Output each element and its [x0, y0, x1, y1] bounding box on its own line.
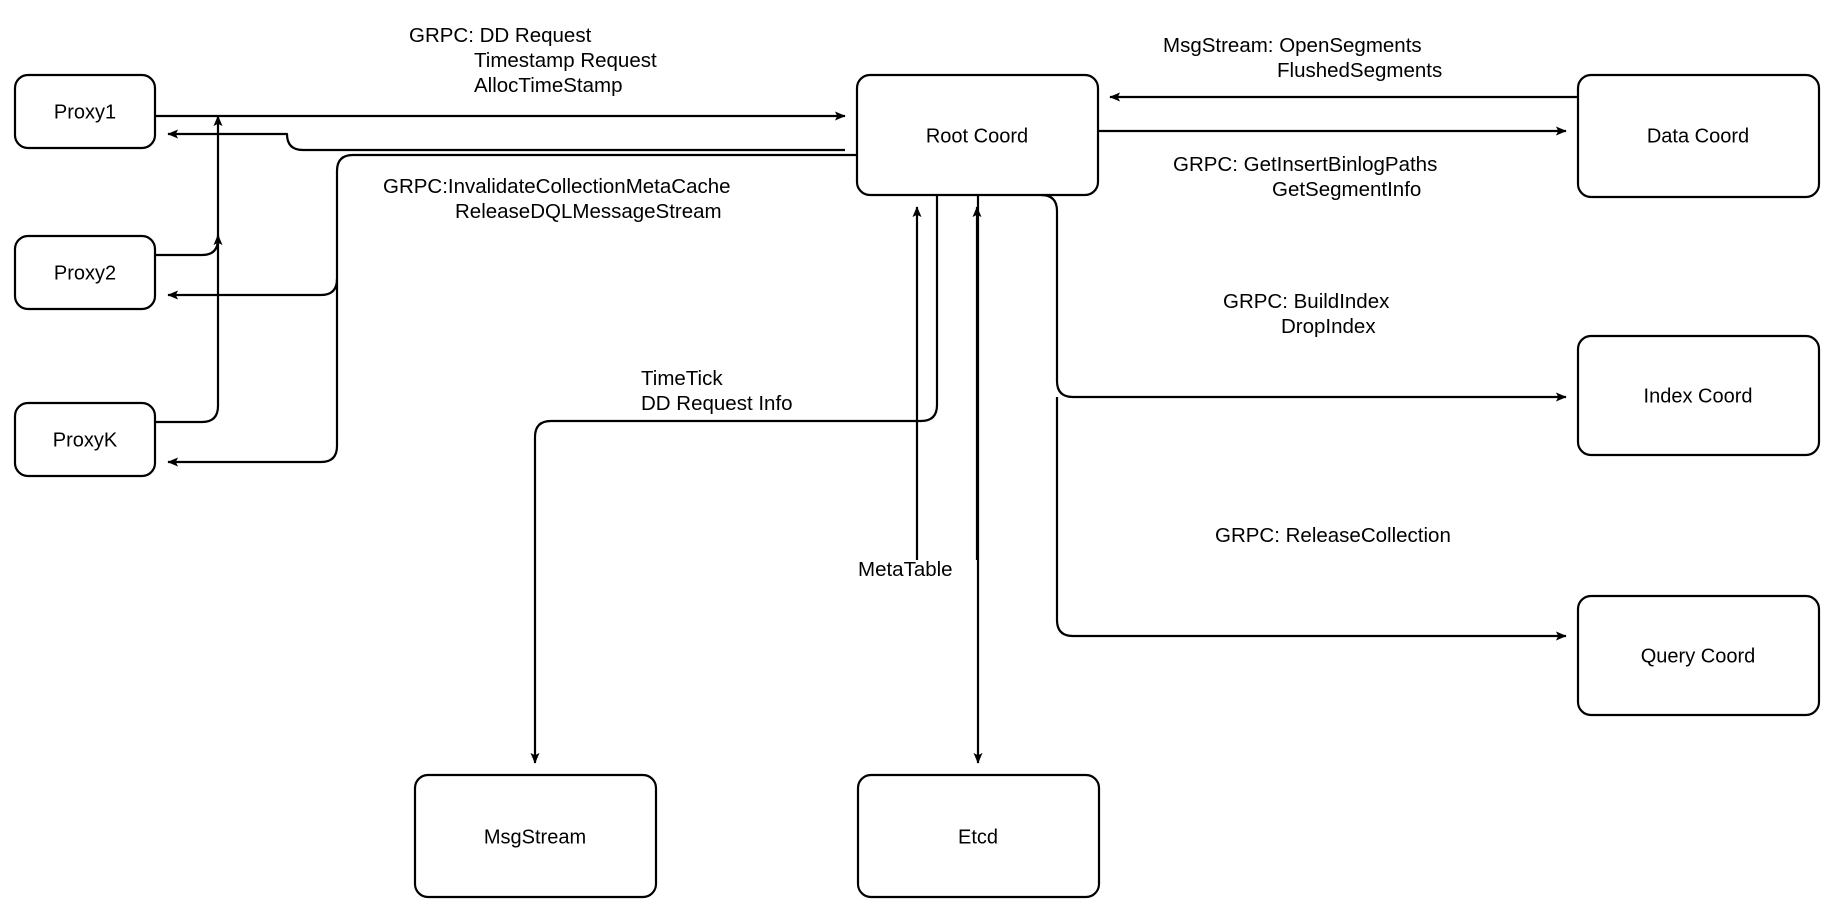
edge-label-rootcoord-to-msgstream: TimeTick DD Request Info: [641, 367, 793, 415]
node-proxy1[interactable]: Proxy1: [13, 73, 157, 150]
edge-rootcoord-to-proxy1: [167, 129, 845, 152]
edge-proxyk-to-trunk: [155, 115, 223, 424]
edge-label-proxy-to-rootcoord: GRPC: DD Request Timestamp Request Alloc…: [409, 24, 662, 97]
node-proxy2-label: Proxy2: [54, 262, 116, 284]
node-proxyk-rect[interactable]: [13, 401, 157, 478]
node-proxy1-label: Proxy1: [54, 101, 116, 123]
edge-label-rootcoord-to-indexcoord: GRPC: BuildIndex DropIndex: [1223, 290, 1395, 338]
node-proxyk-label: ProxyK: [53, 429, 118, 451]
edge-rootcoord-to-querycoord: [1055, 397, 1567, 641]
edge-proxy2-to-trunk: [155, 234, 223, 257]
node-msgstream[interactable]: MsgStream: [413, 773, 658, 899]
node-proxy2-rect[interactable]: [13, 234, 157, 311]
node-msgstream-label: MsgStream: [484, 826, 586, 848]
node-querycoord[interactable]: Query Coord: [1576, 594, 1821, 717]
node-rootcoord[interactable]: Root Coord: [855, 73, 1100, 197]
node-datacoord-label: Data Coord: [1647, 125, 1749, 147]
edge-rootcoord-to-proxy2: [167, 278, 339, 300]
edge-rootcoord-to-msgstream: [530, 195, 939, 764]
node-indexcoord[interactable]: Index Coord: [1576, 334, 1821, 457]
node-indexcoord-rect[interactable]: [1576, 334, 1821, 457]
edge-rootcoord-to-indexcoord: [1040, 193, 1567, 402]
edge-label-rootcoord-to-datacoord: GRPC: GetInsertBinlogPaths GetSegmentInf…: [1173, 153, 1443, 201]
node-etcd-rect[interactable]: [856, 773, 1101, 899]
node-msgstream-rect[interactable]: [413, 773, 658, 899]
edge-rootcoord-return-trunk: [167, 153, 857, 467]
node-rootcoord-label: Root Coord: [926, 125, 1028, 147]
node-indexcoord-label: Index Coord: [1644, 385, 1753, 407]
edge-label-rootcoord-to-etcd: MetaTable: [858, 558, 953, 581]
node-querycoord-rect[interactable]: [1576, 594, 1821, 717]
edge-label-rootcoord-to-querycoord: GRPC: ReleaseCollection: [1215, 524, 1451, 547]
edge-labels-layer: GRPC: DD Request Timestamp Request Alloc…: [383, 24, 1451, 581]
node-proxyk[interactable]: ProxyK: [13, 401, 157, 478]
edge-label-rootcoord-to-proxy: GRPC:InvalidateCollectionMetaCache Relea…: [383, 175, 736, 223]
nodes-layer: Proxy1 Proxy2 ProxyK Root Coord Data Coo…: [13, 73, 1821, 899]
node-datacoord[interactable]: Data Coord: [1576, 73, 1821, 199]
node-proxy1-rect[interactable]: [13, 73, 157, 150]
edges-layer: [155, 92, 1578, 764]
node-datacoord-rect[interactable]: [1576, 73, 1821, 199]
node-rootcoord-rect[interactable]: [855, 73, 1100, 197]
node-querycoord-label: Query Coord: [1641, 645, 1756, 667]
edge-label-datacoord-to-rootcoord: MsgStream: OpenSegments FlushedSegments: [1163, 34, 1442, 82]
node-etcd[interactable]: Etcd: [856, 773, 1101, 899]
node-proxy2[interactable]: Proxy2: [13, 234, 157, 311]
node-etcd-label: Etcd: [958, 826, 998, 848]
